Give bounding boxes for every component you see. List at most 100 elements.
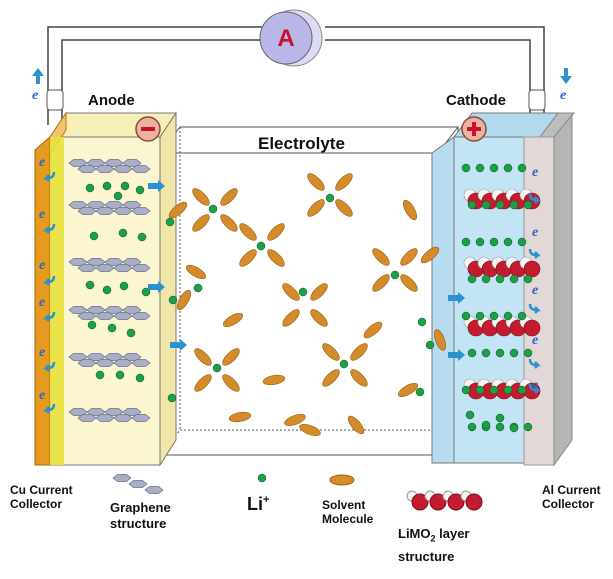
wire-terminal bbox=[528, 89, 546, 111]
electron-label: e bbox=[39, 155, 46, 170]
electron-arrow-icon bbox=[528, 248, 542, 259]
graphene-hex bbox=[77, 312, 97, 320]
li-ion bbox=[467, 422, 477, 432]
li-ion-flow-arrow-icon bbox=[148, 180, 165, 192]
li-ion bbox=[87, 320, 97, 330]
graphene-hex bbox=[113, 207, 133, 215]
solvent-molecule bbox=[222, 312, 244, 328]
solvent-molecule bbox=[282, 283, 300, 301]
solvent-molecule bbox=[267, 223, 285, 241]
solvent-molecule bbox=[192, 188, 210, 206]
solvent-molecule bbox=[222, 374, 240, 392]
graphene-hex bbox=[131, 359, 151, 367]
li-ion bbox=[256, 241, 266, 251]
solvent-molecule bbox=[335, 173, 353, 191]
graphene-legend-icon bbox=[112, 474, 132, 482]
electron-label: e bbox=[532, 165, 539, 180]
graphene-hex bbox=[113, 359, 133, 367]
limo2-red bbox=[523, 260, 541, 278]
graphene-hex bbox=[113, 264, 133, 272]
graphene-hex bbox=[131, 207, 151, 215]
cathode-sign-icon bbox=[461, 116, 487, 142]
li-ion bbox=[390, 270, 400, 280]
li-ion bbox=[523, 348, 533, 358]
li-ion bbox=[509, 274, 519, 284]
graphene-hex bbox=[113, 165, 133, 173]
graphene-hex bbox=[113, 414, 133, 422]
graphene-hex bbox=[95, 207, 115, 215]
cu-collector-legend: Cu Current Collector bbox=[10, 483, 73, 511]
li-ion bbox=[481, 200, 491, 210]
li-ion bbox=[495, 422, 505, 432]
solvent-molecule bbox=[400, 248, 418, 266]
li-ion bbox=[503, 311, 513, 321]
up-arrow-icon bbox=[32, 68, 44, 84]
li-ion bbox=[113, 191, 123, 201]
li-ion bbox=[102, 181, 112, 191]
li-ion bbox=[85, 183, 95, 193]
li-ion-legend: Li+ bbox=[247, 494, 270, 514]
cathode-label: Cathode bbox=[446, 92, 506, 109]
down-arrow-icon bbox=[560, 68, 572, 84]
solvent-molecule bbox=[262, 374, 286, 386]
li-ion bbox=[509, 200, 519, 210]
li-ion bbox=[298, 287, 308, 297]
solvent-molecules bbox=[168, 173, 446, 436]
flow-arrows bbox=[42, 171, 542, 414]
li-ion bbox=[415, 387, 425, 397]
li-ion bbox=[517, 237, 527, 247]
electron-arrow-icon bbox=[528, 193, 542, 204]
limo2-legend-red bbox=[465, 493, 483, 511]
li-ion bbox=[461, 163, 471, 173]
li-ion bbox=[509, 348, 519, 358]
li-ion bbox=[467, 200, 477, 210]
li-ion bbox=[465, 410, 475, 420]
li-ion bbox=[95, 370, 105, 380]
li-ion bbox=[461, 385, 471, 395]
li-ion bbox=[475, 311, 485, 321]
li-ion bbox=[495, 200, 505, 210]
solvent-molecule bbox=[192, 214, 210, 232]
electron-label: e bbox=[39, 258, 46, 273]
solvent-molecule bbox=[267, 249, 285, 267]
li-ion bbox=[425, 340, 435, 350]
electron-arrow-icon bbox=[42, 223, 56, 234]
solvent-molecule bbox=[299, 424, 321, 436]
electron-label: e bbox=[39, 345, 46, 360]
external-circuit-wire bbox=[46, 26, 546, 130]
solvent-molecule bbox=[307, 199, 325, 217]
graphene-hex bbox=[131, 165, 151, 173]
li-ion bbox=[509, 423, 519, 433]
li-ion bbox=[503, 237, 513, 247]
solvent-molecule bbox=[397, 382, 419, 398]
li-ion bbox=[467, 348, 477, 358]
solvent-molecule bbox=[176, 289, 192, 311]
li-ion bbox=[167, 393, 177, 403]
solvent-molecule bbox=[282, 309, 300, 327]
li-ion bbox=[489, 237, 499, 247]
li-ion bbox=[523, 200, 533, 210]
electron-label: e bbox=[532, 283, 539, 298]
li-ion bbox=[517, 163, 527, 173]
li-ion bbox=[503, 163, 513, 173]
electron-arrow-icon bbox=[42, 311, 56, 322]
electron-label-right: e bbox=[560, 88, 567, 103]
al-current-collector bbox=[523, 112, 575, 467]
al-front bbox=[523, 136, 555, 466]
li-ion bbox=[481, 274, 491, 284]
graphene-hex bbox=[77, 165, 97, 173]
limo2-legend-red bbox=[411, 493, 429, 511]
li-ion bbox=[467, 274, 477, 284]
graphene-hex bbox=[77, 264, 97, 272]
li-ion bbox=[208, 204, 218, 214]
graphene-hex bbox=[95, 359, 115, 367]
legend-graphics bbox=[112, 474, 483, 511]
anode-label: Anode bbox=[88, 92, 135, 109]
li-ion bbox=[135, 373, 145, 383]
graphene-legend-icon bbox=[144, 486, 164, 494]
li-ion bbox=[115, 370, 125, 380]
solvent-molecule bbox=[284, 414, 306, 426]
solvent-molecule bbox=[228, 411, 252, 423]
li-ion bbox=[126, 328, 136, 338]
solvent-molecule bbox=[168, 201, 188, 219]
